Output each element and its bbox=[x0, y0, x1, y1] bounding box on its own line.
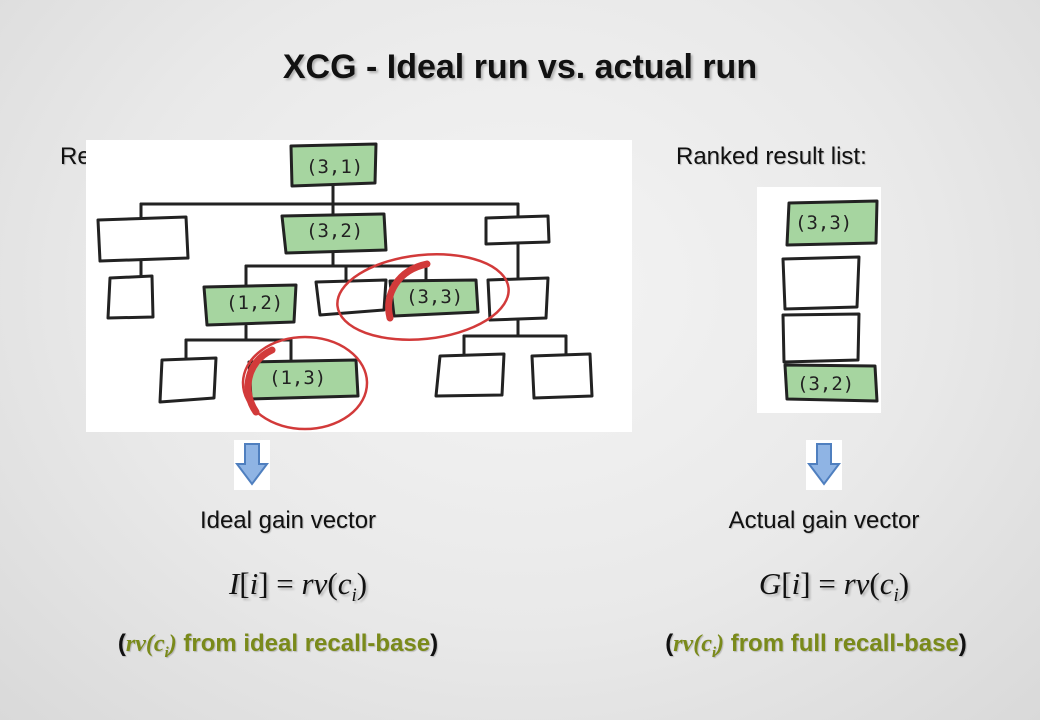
node-3-1-label: (3,1) bbox=[306, 156, 363, 178]
recall-base-tree: (3,1) (3,2) (1,2) (3,3) (1,3) bbox=[86, 140, 632, 432]
result-item-1-label: (3,3) bbox=[795, 212, 852, 234]
ranked-result-list: (3,3) (3,2) bbox=[757, 187, 881, 413]
actual-gain-formula: G[i] = rv(ci) bbox=[758, 566, 910, 607]
result-item-3 bbox=[781, 312, 861, 364]
result-item-1 bbox=[785, 199, 879, 247]
node-1-2 bbox=[202, 283, 298, 327]
ideal-gain-formula: I[i] = rv(ci) bbox=[228, 566, 368, 607]
arrow-down-icon bbox=[234, 440, 270, 490]
arrow-down-icon bbox=[806, 440, 842, 490]
node-3-2 bbox=[280, 212, 388, 255]
highlight-ring-1-3 bbox=[241, 335, 369, 431]
node-3-3-label: (3,3) bbox=[406, 286, 463, 308]
node-3-1 bbox=[289, 142, 378, 188]
node-1-3-label: (1,3) bbox=[269, 367, 326, 389]
slide-title: XCG - Ideal run vs. actual run bbox=[282, 48, 758, 86]
highlight-stroke-3-3 bbox=[385, 260, 431, 322]
ranked-list-heading: Ranked result list: bbox=[676, 143, 867, 170]
node-3-3 bbox=[388, 278, 480, 318]
actual-gain-caption: Actual gain vector bbox=[728, 507, 920, 534]
highlight-ring-3-3 bbox=[336, 253, 510, 341]
result-item-4 bbox=[783, 363, 879, 403]
full-recall-note: (rv(ci) from full recall-base) bbox=[665, 630, 967, 661]
node-3-2-label: (3,2) bbox=[306, 220, 363, 242]
result-item-2 bbox=[781, 255, 861, 311]
ideal-recall-note: (rv(ci) from ideal recall-base) bbox=[117, 630, 439, 661]
ideal-gain-caption: Ideal gain vector bbox=[199, 507, 377, 534]
highlight-stroke-1-3 bbox=[244, 346, 276, 416]
result-item-4-label: (3,2) bbox=[797, 373, 854, 395]
node-1-2-label: (1,2) bbox=[226, 292, 283, 314]
